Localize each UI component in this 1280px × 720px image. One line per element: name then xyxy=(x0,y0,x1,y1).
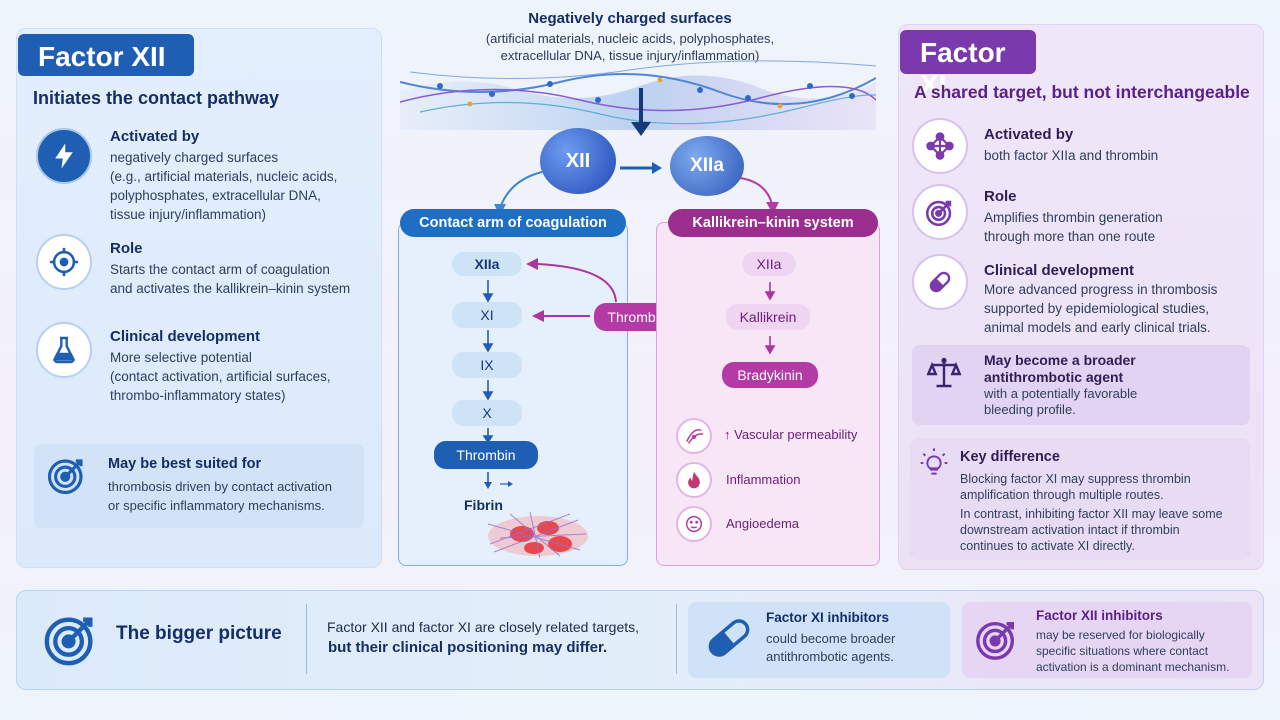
xii-inhibitors-text: may be reserved for biologically specifi… xyxy=(1036,628,1230,674)
crosshair-icon xyxy=(36,234,92,290)
xii-to-xiia-arrow xyxy=(620,162,662,174)
xii-clinical-title: Clinical development xyxy=(110,328,261,345)
factor-xi-tag: Factor XI xyxy=(900,30,1036,100)
bigger-picture-line1: Factor XII and factor XI are closely rel… xyxy=(327,619,640,635)
target-icon xyxy=(912,184,968,240)
lightning-icon xyxy=(36,128,92,184)
key-difference-para2: In contrast, inhibiting factor XII may l… xyxy=(960,507,1223,553)
contact-step-ix: IX xyxy=(452,352,522,378)
key-difference-para1: Blocking factor XI may suppress thrombin… xyxy=(960,472,1191,502)
xi-broader-text: with a potentially favorable bleeding pr… xyxy=(984,386,1138,417)
fibrin-clot-illustration xyxy=(487,511,588,559)
xii-best-text: thrombosis driven by contact activation … xyxy=(108,479,332,513)
surface-text: (artificial materials, nucleic acids, po… xyxy=(485,31,775,63)
xii-inhibitors-box xyxy=(962,602,1252,678)
xi-inhibitors-box xyxy=(688,602,950,678)
factor-xii-molecule: XII xyxy=(540,128,616,194)
contact-step-xi: XI xyxy=(452,302,522,328)
xi-clinical-text: More advanced progress in thrombosis sup… xyxy=(984,282,1218,335)
xii-best-title: May be best suited for xyxy=(108,456,262,472)
target-icon xyxy=(42,610,100,673)
face-icon xyxy=(676,506,712,542)
xii-inhibitors-title: Factor XII inhibitors xyxy=(1036,608,1163,623)
capsule-icon xyxy=(912,254,968,310)
xii-best-suited-box xyxy=(34,444,364,528)
contact-step-xiia: XIIa xyxy=(452,252,522,276)
thrombin-to-fibrin-arrow xyxy=(484,472,513,489)
xii-activated-text: negatively charged surfaces (e.g., artif… xyxy=(110,150,338,222)
xi-broader-box xyxy=(912,345,1250,425)
xii-role-title: Role xyxy=(110,240,143,257)
xi-broader-title: May become a broader antithrombotic agen… xyxy=(984,352,1136,385)
xi-clinical-title: Clinical development xyxy=(984,262,1135,279)
key-difference-title: Key difference xyxy=(960,449,1060,465)
flame-icon xyxy=(676,462,712,498)
factor-xii-tag: Factor XII xyxy=(18,34,194,76)
xii-clinical-text: More selective potential (contact activa… xyxy=(110,350,331,403)
effect-angioedema: Angioedema xyxy=(726,516,799,531)
xi-role-title: Role xyxy=(984,188,1017,205)
contact-arm-header: Contact arm of coagulation xyxy=(400,209,626,237)
negatively-charged-surface-illustration xyxy=(400,60,876,130)
xi-role-text: Amplifies thrombin generation through mo… xyxy=(984,210,1163,244)
down-arrow xyxy=(631,88,651,136)
kk-step-bradykinin: Bradykinin xyxy=(722,362,818,388)
factor-xi-subtitle: A shared target, but not interchangeable xyxy=(914,82,1250,102)
xii-activated-title: Activated by xyxy=(110,128,200,145)
xi-activated-title: Activated by xyxy=(984,126,1074,143)
network-icon xyxy=(912,118,968,174)
xi-activated-text: both factor XIIa and thrombin xyxy=(984,148,1159,163)
kk-cascade-arrows xyxy=(764,282,776,355)
effect-vascular-permeability: ↑ Vascular permeability xyxy=(724,427,858,442)
contact-arm-box xyxy=(398,222,628,566)
fibrin-label: Fibrin xyxy=(464,497,503,513)
surface-title: Negatively charged surfaces xyxy=(528,10,732,27)
xii-role-text: Starts the contact arm of coagulation an… xyxy=(110,262,351,296)
bigger-picture-title: The bigger picture xyxy=(116,623,282,644)
kk-step-xiia: XIIa xyxy=(742,252,796,276)
scales-icon xyxy=(924,356,964,397)
contact-thrombin: Thrombin xyxy=(434,441,538,469)
flask-icon xyxy=(36,322,92,378)
key-difference-box xyxy=(910,438,1250,560)
vessel-icon xyxy=(676,418,712,454)
kk-step-kallikrein: Kallikrein xyxy=(726,304,810,330)
xi-inhibitors-title: Factor XI inhibitors xyxy=(766,610,890,625)
xi-inhibitors-text: could become broader antithrombotic agen… xyxy=(766,631,896,664)
kallikrein-kinin-header: Kallikrein–kinin system xyxy=(668,209,878,237)
bigger-picture-line2: but their clinical positioning may diffe… xyxy=(328,639,608,656)
divider xyxy=(676,604,677,674)
target-icon xyxy=(46,454,88,501)
target-icon xyxy=(974,616,1020,667)
capsule-icon xyxy=(702,612,756,669)
contact-cascade-arrows xyxy=(482,280,494,444)
factor-xiia-molecule: XIIa xyxy=(670,136,744,196)
factor-xii-subtitle: Initiates the contact pathway xyxy=(33,88,280,108)
contact-step-x: X xyxy=(452,400,522,426)
effect-inflammation: Inflammation xyxy=(726,472,801,487)
lightbulb-icon xyxy=(918,446,950,485)
divider xyxy=(306,604,307,674)
